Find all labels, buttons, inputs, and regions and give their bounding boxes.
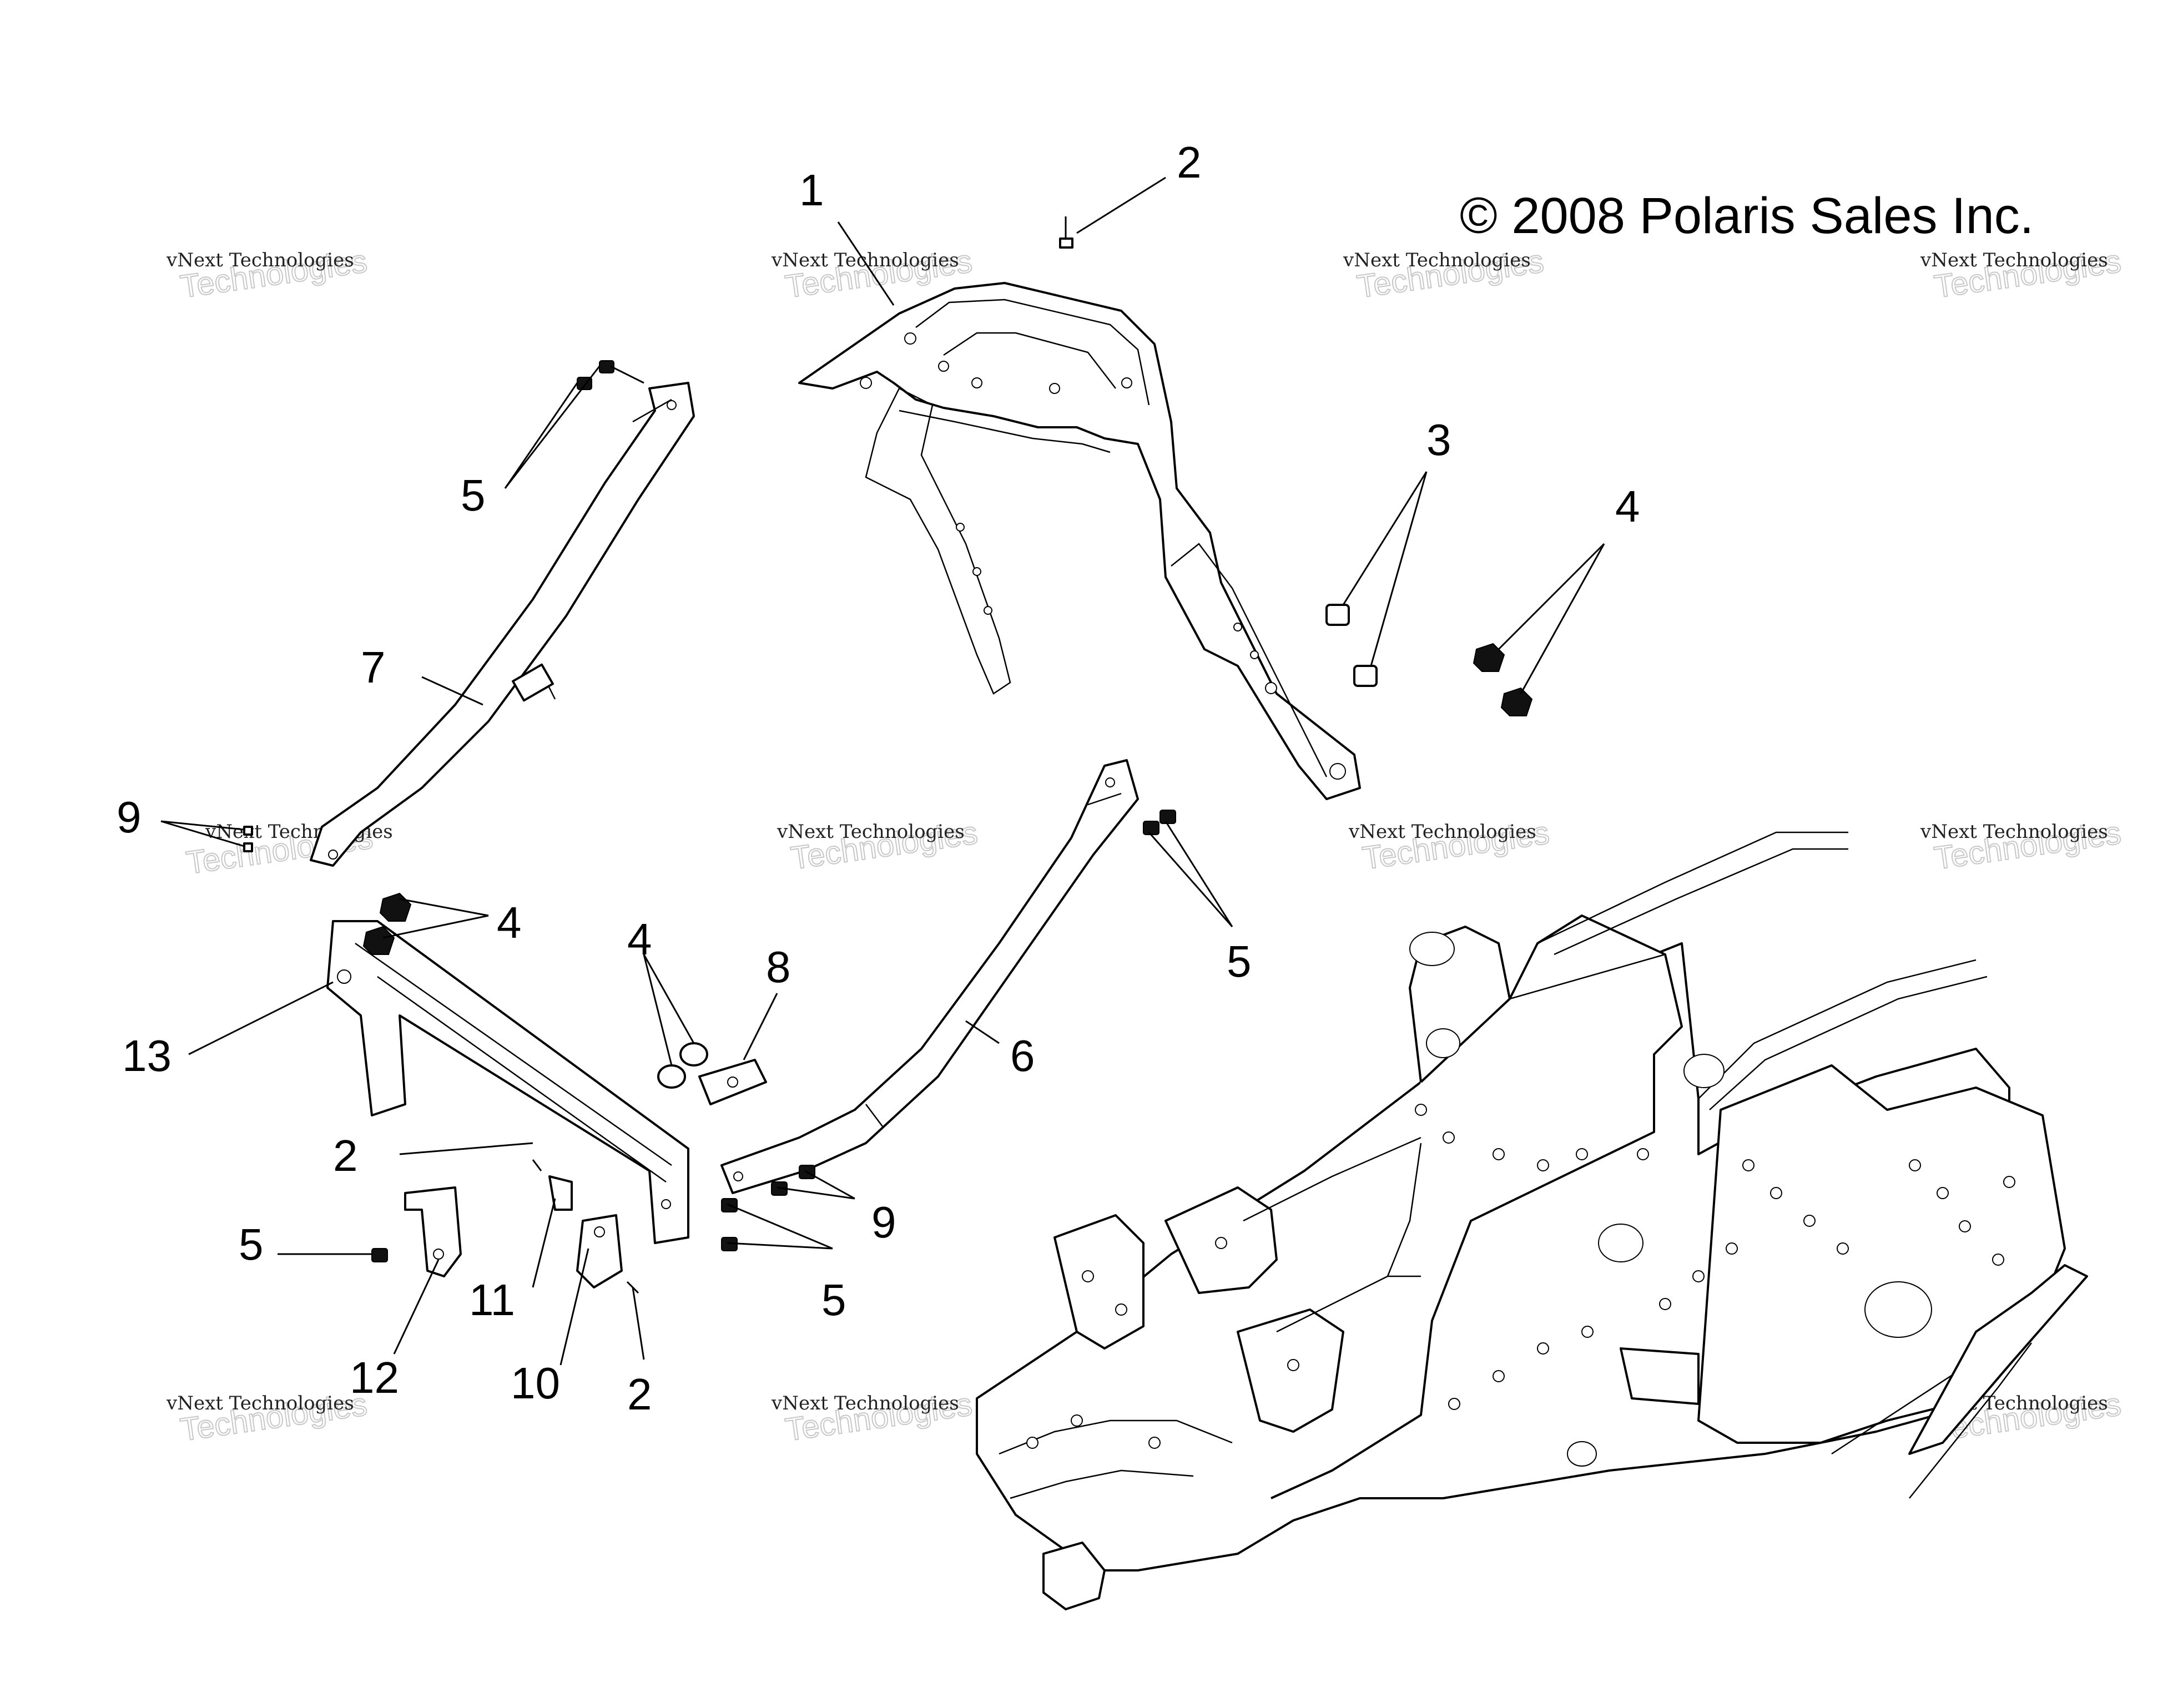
callout-10: 10	[511, 1358, 560, 1408]
part-13-cross-bar	[326, 920, 689, 1244]
copyright-text: © 2008 Polaris Sales Inc.	[1460, 188, 2034, 244]
callout-12: 12	[350, 1353, 399, 1402]
svg-text:vNext Technologies: vNext Technologies	[777, 821, 965, 843]
svg-text:vNext Technologies: vNext Technologies	[771, 249, 959, 271]
callout-5: 5	[461, 471, 486, 520]
part-12-bracket	[404, 1186, 462, 1277]
watermark: Technologies vNext Technologies	[166, 1386, 370, 1448]
callout-3: 3	[1426, 415, 1451, 464]
callout-6: 6	[1010, 1031, 1035, 1080]
leader-lines	[160, 176, 1605, 1366]
callout-9: 9	[871, 1197, 896, 1247]
watermark: Technologies vNext Technologies	[1343, 242, 1546, 305]
callout-5: 5	[1227, 937, 1252, 986]
svg-text:vNext Technologies: vNext Technologies	[771, 1392, 959, 1414]
watermark: Technologies vNext Technologies	[777, 814, 980, 877]
callout-5: 5	[239, 1220, 264, 1269]
part-7-brace	[310, 382, 695, 867]
watermark: Technologies vNext Technologies	[166, 242, 370, 305]
watermark: Technologies vNext Technologies	[1348, 814, 1552, 877]
callout-13: 13	[122, 1031, 172, 1080]
part-10-plate	[576, 1214, 623, 1288]
callout-1: 1	[799, 165, 824, 215]
callout-2: 2	[333, 1131, 358, 1180]
svg-text:vNext Technologies: vNext Technologies	[166, 249, 354, 271]
watermark: Technologies vNext Technologies	[1920, 814, 2124, 877]
svg-text:vNext Technologies: vNext Technologies	[1343, 249, 1531, 271]
callout-2: 2	[1177, 138, 1202, 187]
callout-4: 4	[1615, 482, 1640, 531]
callout-8: 8	[766, 942, 791, 992]
callout-9: 9	[117, 792, 142, 842]
svg-text:vNext Technologies: vNext Technologies	[1920, 821, 2108, 843]
callout-4: 4	[627, 914, 652, 964]
callout-4: 4	[497, 898, 522, 947]
part-6-brace	[720, 759, 1139, 1194]
callouts: 1 2 3 4 5 7 9 4 4 8 6 5 13 2 9 5 11 5 12…	[117, 138, 1640, 1419]
chassis	[976, 831, 2088, 1610]
watermark: Technologies vNext Technologies	[771, 1386, 975, 1448]
callout-5: 5	[821, 1275, 846, 1325]
part-1-steering-hoop	[798, 282, 1361, 800]
svg-text:vNext Technologies: vNext Technologies	[1920, 249, 2108, 271]
watermark: Technologies vNext Technologies	[1920, 242, 2124, 305]
callout-7: 7	[361, 643, 386, 692]
callout-11: 11	[469, 1275, 515, 1325]
svg-text:vNext Technologies: vNext Technologies	[1348, 821, 1536, 843]
part-8-plate	[698, 1059, 767, 1105]
callout-2: 2	[627, 1370, 652, 1419]
svg-text:vNext Technologies: vNext Technologies	[166, 1392, 354, 1414]
